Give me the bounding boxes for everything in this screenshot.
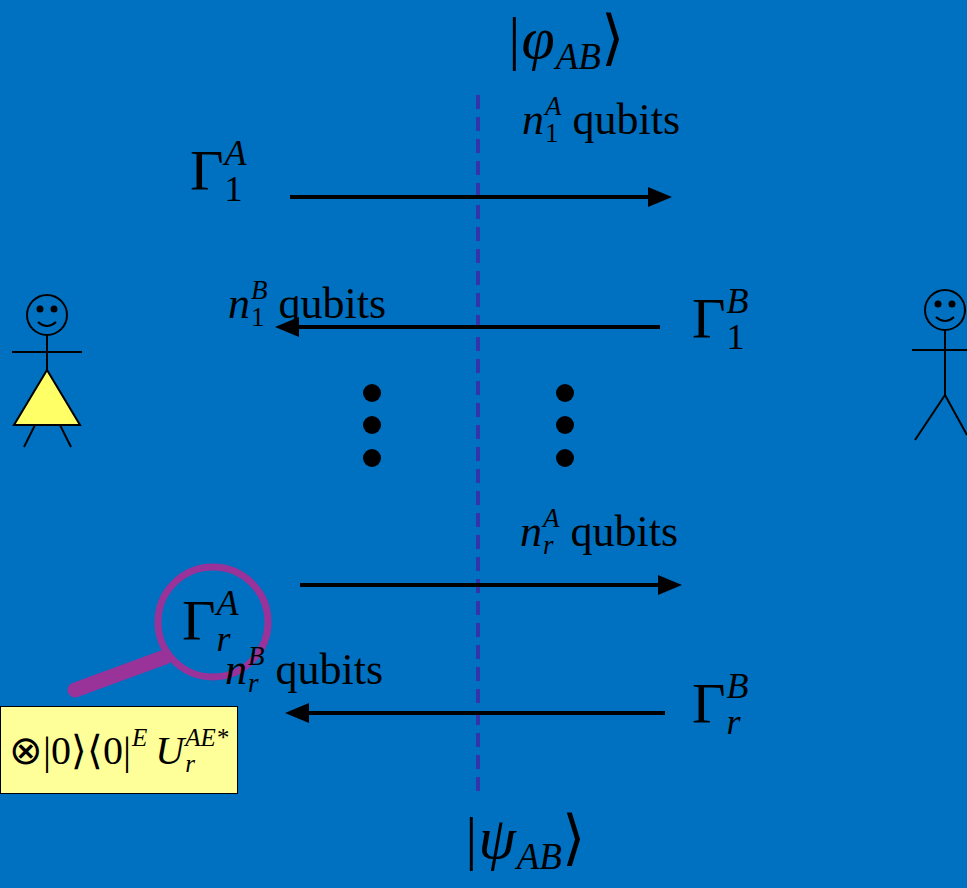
ellipsis-dots <box>363 384 574 467</box>
math-label: |φ <box>505 8 555 68</box>
math-label: B <box>727 283 749 319</box>
operator-text: AE* <box>185 725 228 750</box>
math-label: qubits <box>279 282 387 326</box>
math-label: |ψ <box>462 808 516 868</box>
math-label: A <box>225 135 247 171</box>
math-label: r <box>248 670 259 697</box>
math-label: qubits <box>276 648 384 692</box>
math-label: r <box>543 532 554 559</box>
math-label: Γ <box>692 675 726 733</box>
math-label: A <box>217 585 239 621</box>
math-label: A <box>545 93 562 120</box>
math-label: 1 <box>545 120 559 147</box>
math-label: qubits <box>571 510 679 554</box>
math-label: AB <box>517 838 562 875</box>
math-label: A <box>543 505 560 532</box>
math-label: Γ <box>182 592 216 650</box>
math-label: n <box>225 648 247 692</box>
message-arrow <box>290 187 672 207</box>
math-label: n <box>522 98 544 142</box>
operator-text: ⊗|0⟩⟨0| <box>9 731 131 771</box>
math-label: ⟩ <box>562 808 585 868</box>
math-label: r <box>727 704 741 740</box>
math-label: ⟩ <box>601 8 624 68</box>
alice-figure <box>12 295 82 447</box>
math-label: AB <box>556 38 601 75</box>
operator-box: ⊗|0⟩⟨0|EUrAE* <box>0 706 238 794</box>
math-label: 1 <box>225 171 243 207</box>
operator-text: r <box>185 751 195 776</box>
operator-text: U <box>155 731 184 771</box>
math-label: n <box>228 282 250 326</box>
operator-text: E <box>132 725 147 750</box>
message-arrow <box>300 575 682 595</box>
math-label: B <box>727 668 749 704</box>
math-label: Γ <box>190 142 224 200</box>
math-label: 1 <box>727 319 745 355</box>
math-label: B <box>251 277 268 304</box>
math-label: B <box>248 643 265 670</box>
math-label: n <box>520 510 542 554</box>
cut-line <box>476 95 480 795</box>
bob-figure <box>912 290 967 440</box>
math-label: 1 <box>251 304 265 331</box>
math-label: qubits <box>573 98 681 142</box>
math-label: Γ <box>692 290 726 348</box>
message-arrow <box>285 703 665 723</box>
